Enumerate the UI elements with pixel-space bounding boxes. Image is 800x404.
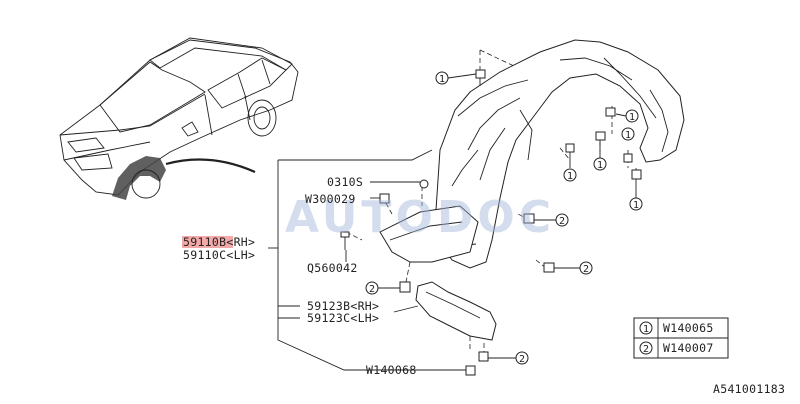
bracket-drawing bbox=[415, 281, 497, 341]
callout-markers: 1 1 1 1 1 1 2 2 2 2 bbox=[365, 71, 643, 365]
label-w140068: W140068 bbox=[366, 363, 417, 377]
fastener-icons bbox=[340, 69, 642, 376]
svg-text:W140065: W140065 bbox=[663, 321, 714, 335]
svg-text:1: 1 bbox=[567, 171, 573, 182]
clip-icon bbox=[419, 179, 429, 189]
svg-text:2: 2 bbox=[559, 216, 565, 227]
svg-text:1: 1 bbox=[625, 130, 631, 141]
label-59110b: 59110B<RH> bbox=[183, 235, 255, 249]
callout-2-marker: 2 bbox=[488, 351, 529, 365]
watermark: AUTODOC bbox=[285, 192, 555, 243]
callout-1-marker: 1 bbox=[615, 109, 639, 123]
fender-liner-drawing bbox=[379, 39, 685, 269]
callout-1-marker: 1 bbox=[621, 127, 635, 141]
leader-lines bbox=[268, 149, 466, 371]
label-q560042: Q560042 bbox=[307, 261, 358, 275]
svg-text:1: 1 bbox=[633, 200, 639, 211]
clip-icon bbox=[605, 107, 616, 117]
callout-1-marker: 1 bbox=[435, 71, 477, 85]
svg-text:1: 1 bbox=[629, 112, 635, 123]
callout-2-marker: 2 bbox=[365, 281, 400, 295]
clip-icon bbox=[631, 169, 642, 180]
callout-1-marker: 1 bbox=[629, 180, 643, 211]
svg-text:2: 2 bbox=[369, 284, 375, 295]
part-labels: 0310S W300029 59110B<RH> 59110C<LH> Q560… bbox=[182, 175, 417, 377]
label-59110c: 59110C<LH> bbox=[183, 248, 255, 262]
legend-row-2: 2 W140007 bbox=[639, 341, 714, 355]
svg-text:2: 2 bbox=[643, 344, 649, 355]
clip-icon bbox=[399, 281, 411, 293]
clip-icon bbox=[523, 213, 535, 224]
callout-2-marker: 2 bbox=[534, 213, 569, 227]
label-59123c: 59123C<LH> bbox=[307, 311, 379, 325]
part-highlight bbox=[182, 236, 233, 248]
svg-text:2: 2 bbox=[583, 264, 589, 275]
legend-row-1: 1 W140065 bbox=[639, 321, 714, 335]
clip-icon bbox=[565, 143, 575, 153]
label-w300029: W300029 bbox=[305, 192, 356, 206]
svg-text:2: 2 bbox=[519, 354, 525, 365]
callout-1-marker: 1 bbox=[593, 148, 607, 171]
clip-icon bbox=[478, 351, 489, 362]
label-0310s: 0310S bbox=[327, 175, 363, 189]
svg-text:1: 1 bbox=[439, 74, 445, 85]
clip-icon bbox=[623, 153, 633, 163]
label-59123b: 59123B<RH> bbox=[307, 299, 379, 313]
fastener-legend: 1 W140065 2 W140007 bbox=[633, 317, 729, 359]
clip-icon bbox=[543, 262, 555, 273]
svg-text:W140007: W140007 bbox=[663, 341, 714, 355]
screw-icon bbox=[340, 231, 350, 250]
clip-icon bbox=[595, 131, 606, 148]
vehicle-illustration bbox=[59, 37, 299, 200]
diagram-id: A541001183 bbox=[713, 382, 785, 396]
clip-icon bbox=[465, 365, 476, 376]
callout-2-marker: 2 bbox=[554, 261, 593, 275]
svg-text:1: 1 bbox=[643, 324, 649, 335]
svg-text:1: 1 bbox=[597, 160, 603, 171]
clip-icon bbox=[379, 193, 390, 204]
callout-1-marker: 1 bbox=[563, 152, 577, 182]
